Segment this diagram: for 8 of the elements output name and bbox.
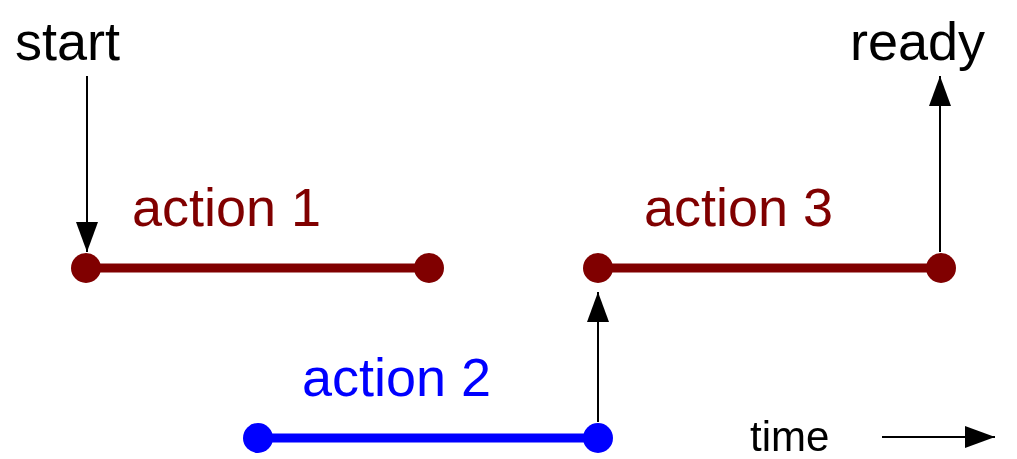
action-label: action 3: [644, 180, 834, 234]
arrow: [587, 291, 609, 423]
axis-label: time: [750, 416, 830, 458]
action-label: action 2: [302, 350, 492, 404]
arrow: [76, 75, 98, 253]
action-label: action 1: [132, 180, 322, 234]
arrow: [929, 75, 951, 253]
event-label: start: [15, 14, 121, 68]
